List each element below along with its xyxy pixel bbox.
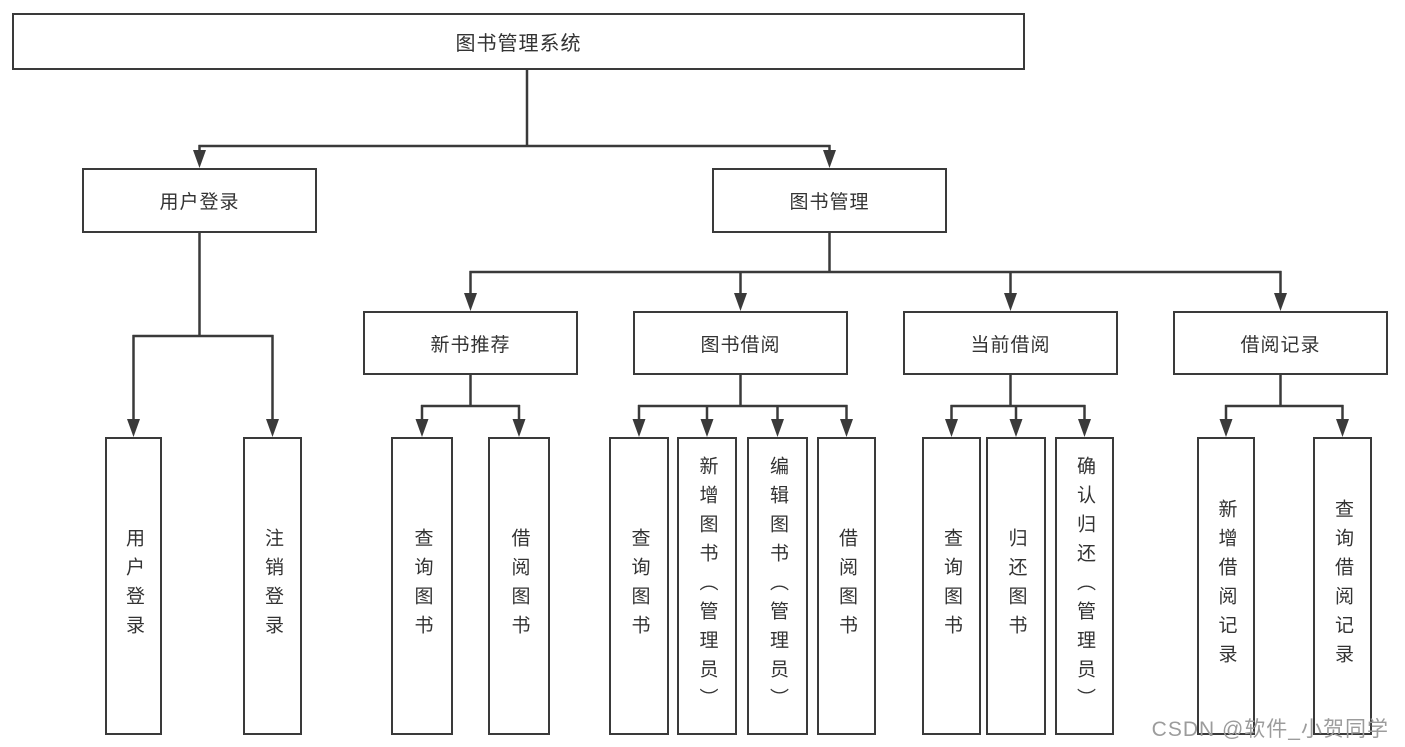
leaf-borrow-books-label: 借阅图书 [836, 528, 857, 644]
leaf-edit-books-admin-label: 编辑图书（管理员） [767, 455, 788, 717]
leaf-add-books-admin: 新增图书（管理员） [677, 437, 737, 735]
node-book-management: 图书管理 [712, 168, 947, 233]
leaf-logout: 注销登录 [243, 437, 302, 735]
csdn-watermark: CSDN @软件_小贺同学 [1151, 718, 1389, 741]
leaf-user-login: 用户登录 [105, 437, 162, 735]
node-library-system: 图书管理系统 [12, 13, 1025, 70]
leaf-user-login-label: 用户登录 [123, 528, 144, 644]
leaf-query-borrow-record-label: 查询借阅记录 [1332, 499, 1353, 673]
leaf-query-books-current-label: 查询图书 [941, 528, 962, 644]
leaf-confirm-return-admin: 确认归还（管理员） [1055, 437, 1114, 735]
leaf-borrow-books-recommend: 借阅图书 [488, 437, 550, 735]
leaf-confirm-return-admin-label: 确认归还（管理员） [1074, 455, 1095, 717]
leaf-return-books-label: 归还图书 [1005, 528, 1027, 644]
leaf-query-books-borrowing-label: 查询图书 [628, 528, 650, 644]
leaf-query-books-current: 查询图书 [922, 437, 981, 735]
leaf-query-books-recommend-label: 查询图书 [411, 528, 433, 644]
leaf-borrow-books-recommend-label: 借阅图书 [508, 528, 530, 644]
node-borrow-records: 借阅记录 [1173, 311, 1388, 375]
node-user-login: 用户登录 [82, 168, 317, 233]
leaf-borrow-books: 借阅图书 [817, 437, 876, 735]
node-new-book-recommend: 新书推荐 [363, 311, 578, 375]
leaf-logout-label: 注销登录 [262, 528, 283, 644]
leaf-return-books: 归还图书 [986, 437, 1046, 735]
leaf-add-books-admin-label: 新增图书（管理员） [696, 455, 718, 717]
leaf-add-borrow-record: 新增借阅记录 [1197, 437, 1255, 735]
node-book-borrowing: 图书借阅 [633, 311, 848, 375]
leaf-query-books-borrowing: 查询图书 [609, 437, 669, 735]
leaf-edit-books-admin: 编辑图书（管理员） [747, 437, 808, 735]
node-current-borrowing: 当前借阅 [903, 311, 1118, 375]
leaf-query-books-recommend: 查询图书 [391, 437, 453, 735]
leaf-add-borrow-record-label: 新增借阅记录 [1215, 499, 1237, 673]
leaf-query-borrow-record: 查询借阅记录 [1313, 437, 1372, 735]
